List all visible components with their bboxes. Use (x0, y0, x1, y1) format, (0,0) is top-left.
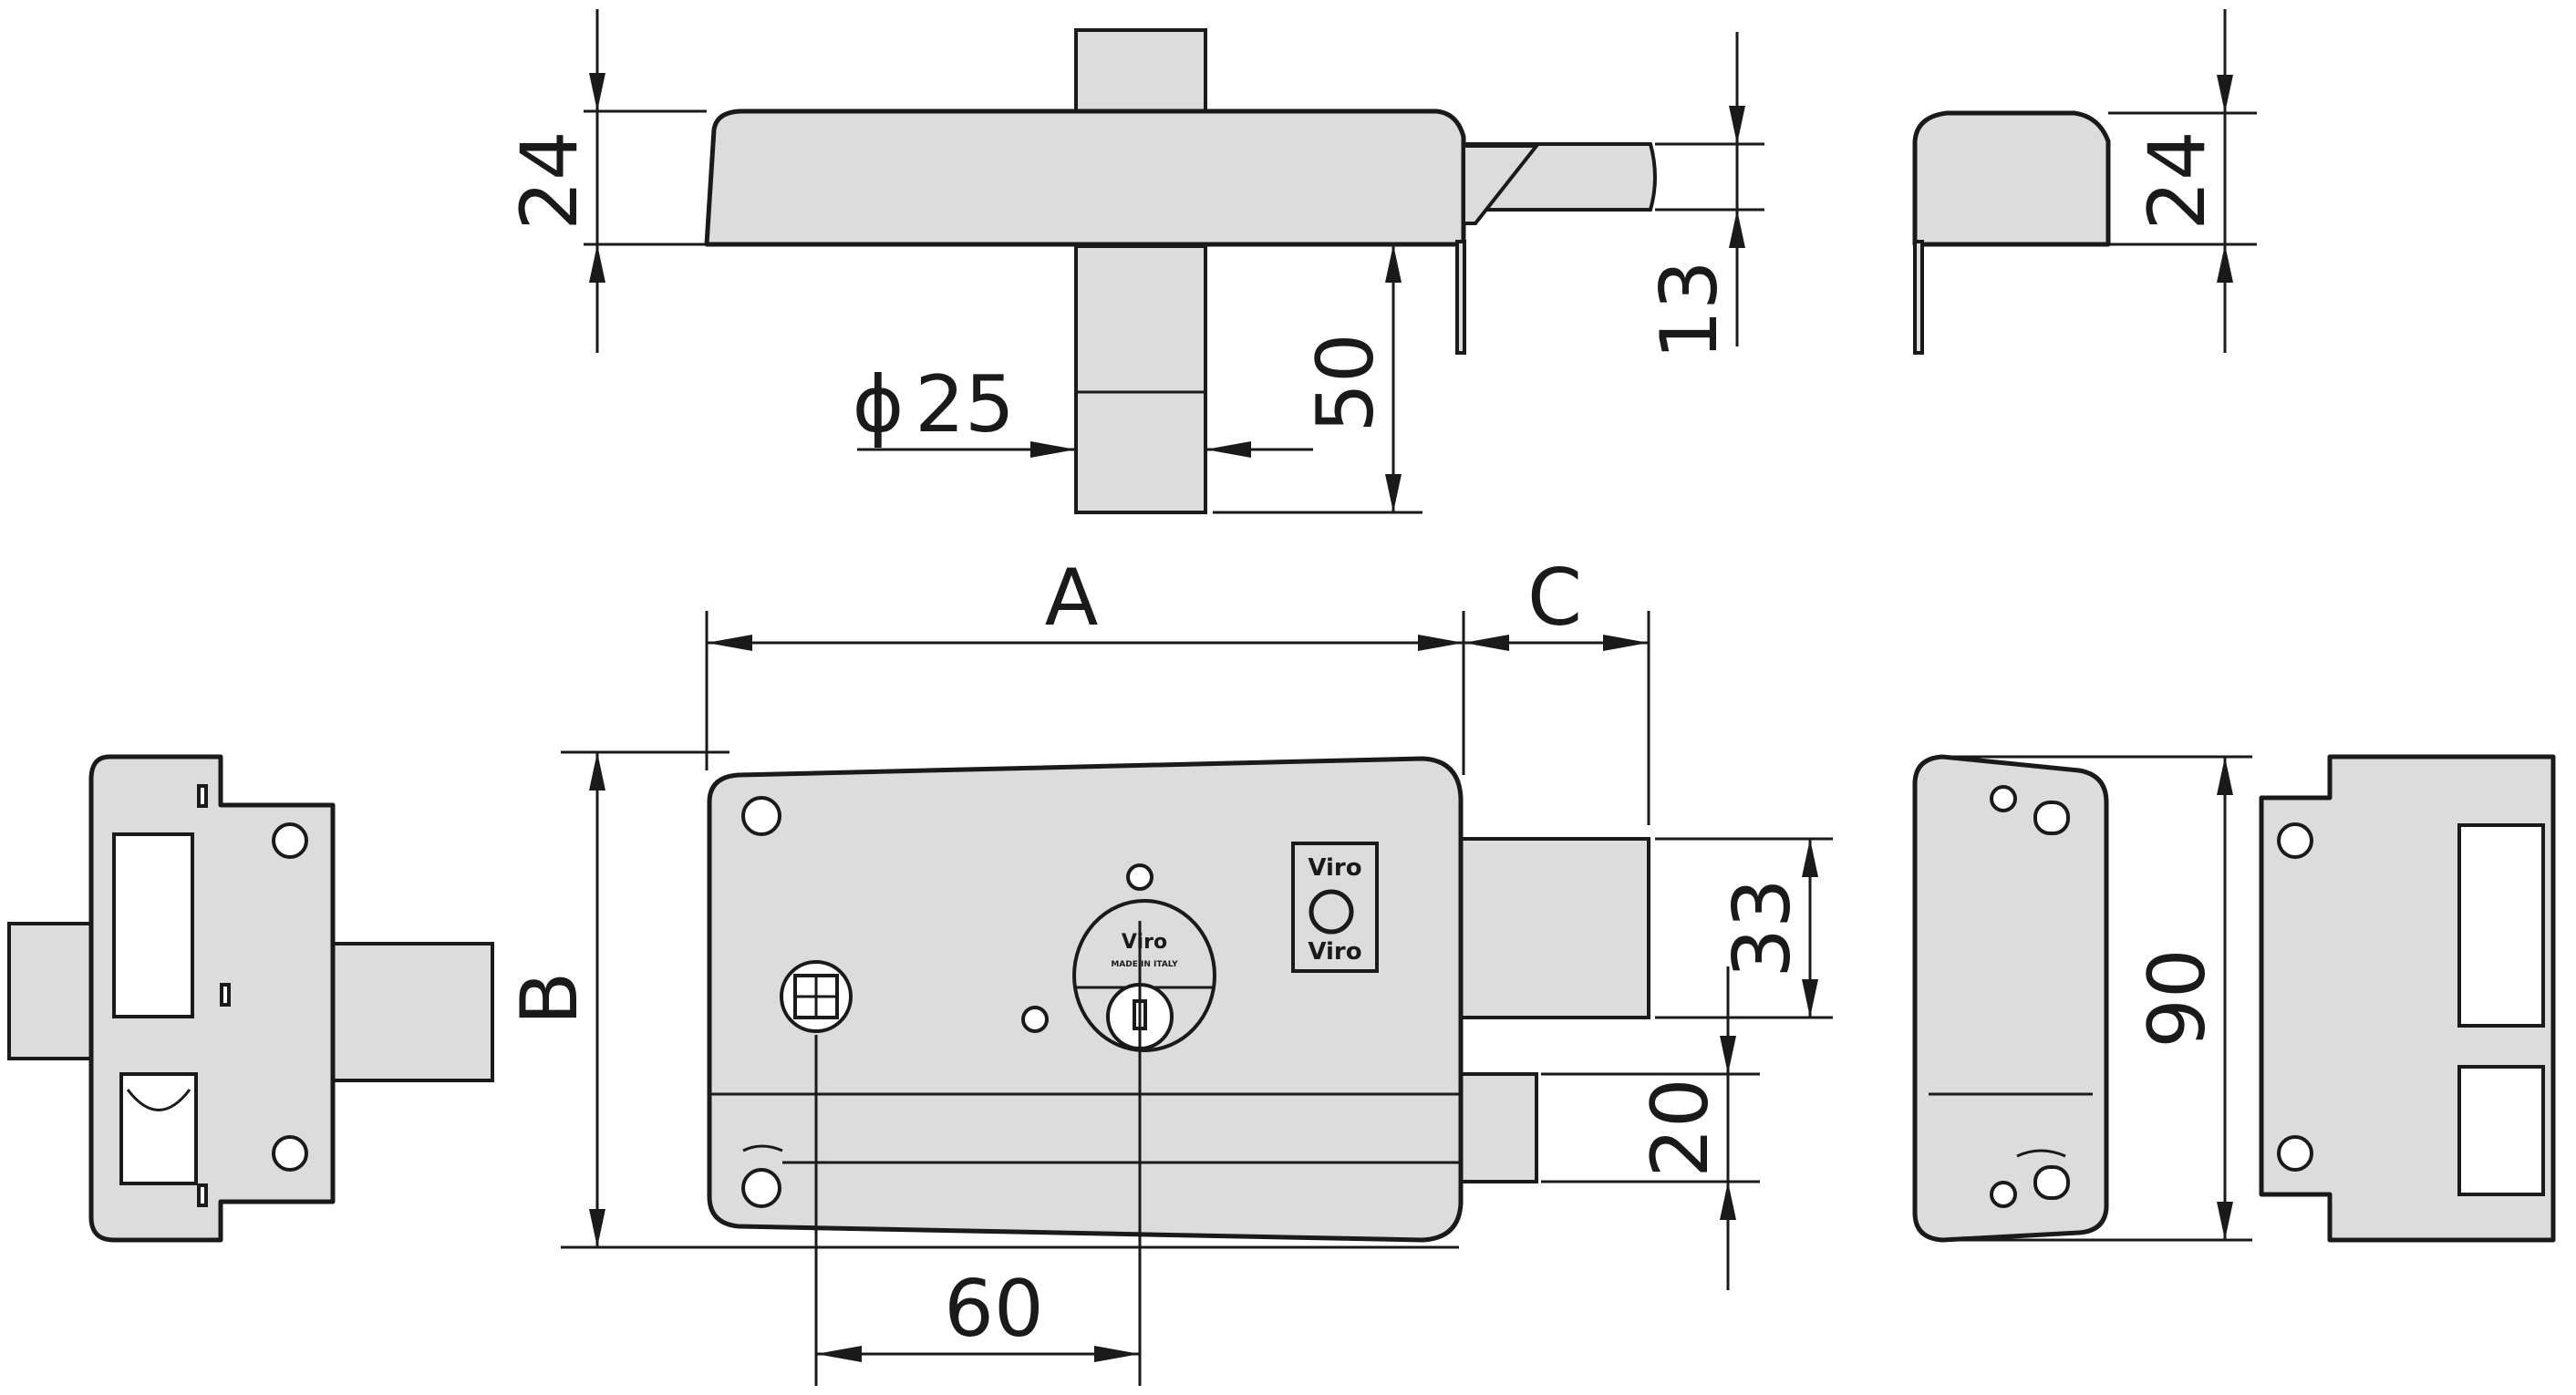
dim-bolt-height: 33 (1717, 878, 1808, 977)
keeper-side-body (1912, 110, 2111, 247)
dimension-lines (561, 9, 2257, 1386)
logo-brand-upper: Viro (1308, 854, 1361, 882)
screw-hole-top-left (741, 796, 781, 836)
keeper-side-plate (1913, 240, 1924, 355)
top-view (704, 28, 1657, 514)
spindle-follower (780, 960, 853, 1033)
pin-hole-top (1126, 863, 1154, 891)
right-keeper-view (2259, 754, 2556, 1243)
left-side-view (7, 754, 494, 1243)
dim-cylinder-offset: 60 (944, 1264, 1043, 1355)
dim-latch-height: 20 (1635, 1078, 1726, 1177)
side-screw-top (272, 822, 308, 859)
dim-side-height: 24 (2132, 130, 2223, 230)
side-view-keeper (1912, 110, 2111, 355)
escutcheon-brand: Viro (1122, 931, 1167, 954)
pin-hole-left (1021, 1006, 1049, 1033)
cylinder-escutcheon: Viro MADE IN ITALY (1072, 899, 1216, 1052)
cylinder-upper (1074, 28, 1207, 114)
lock-body-top (704, 108, 1466, 247)
dim-width-a: A (1045, 553, 1099, 644)
front-view: Viro MADE IN ITALY Viro Viro (707, 756, 1650, 1243)
deadbolt-front (1457, 837, 1650, 1019)
dim-bolt-thickness: 13 (1644, 260, 1735, 359)
latch-bevel (1462, 144, 1541, 225)
keeper-plate (1912, 754, 2109, 1243)
mounting-plate-edge (1455, 240, 1466, 355)
side-screw-bottom (272, 1135, 308, 1172)
dim-diameter-symbol: ϕ (853, 359, 905, 450)
dim-top-height: 24 (504, 130, 595, 230)
latch-side (331, 942, 494, 1082)
dim-height-b: B (504, 972, 595, 1026)
keeper-front (1912, 754, 2109, 1243)
cylinder-lower (1074, 244, 1207, 514)
deadbolt-side (7, 922, 98, 1060)
screw-hole-bottom-left (741, 1168, 781, 1208)
brand-logo-plate: Viro Viro (1291, 842, 1379, 973)
dimension-arrows (589, 73, 2233, 1362)
logo-brand-lower: Viro (1308, 938, 1361, 966)
dim-throw-c: C (1527, 553, 1582, 644)
latch-front (1457, 1072, 1538, 1183)
escutcheon-made-in: MADE IN ITALY (1111, 960, 1178, 969)
dim-diameter: 25 (915, 359, 1014, 450)
dim-keeper-height: 90 (2132, 948, 2223, 1048)
dimension-labels: 24 24 13 50 ϕ 25 A C B 33 20 90 60 (504, 130, 2223, 1355)
dim-cylinder-projection: 50 (1300, 333, 1391, 432)
